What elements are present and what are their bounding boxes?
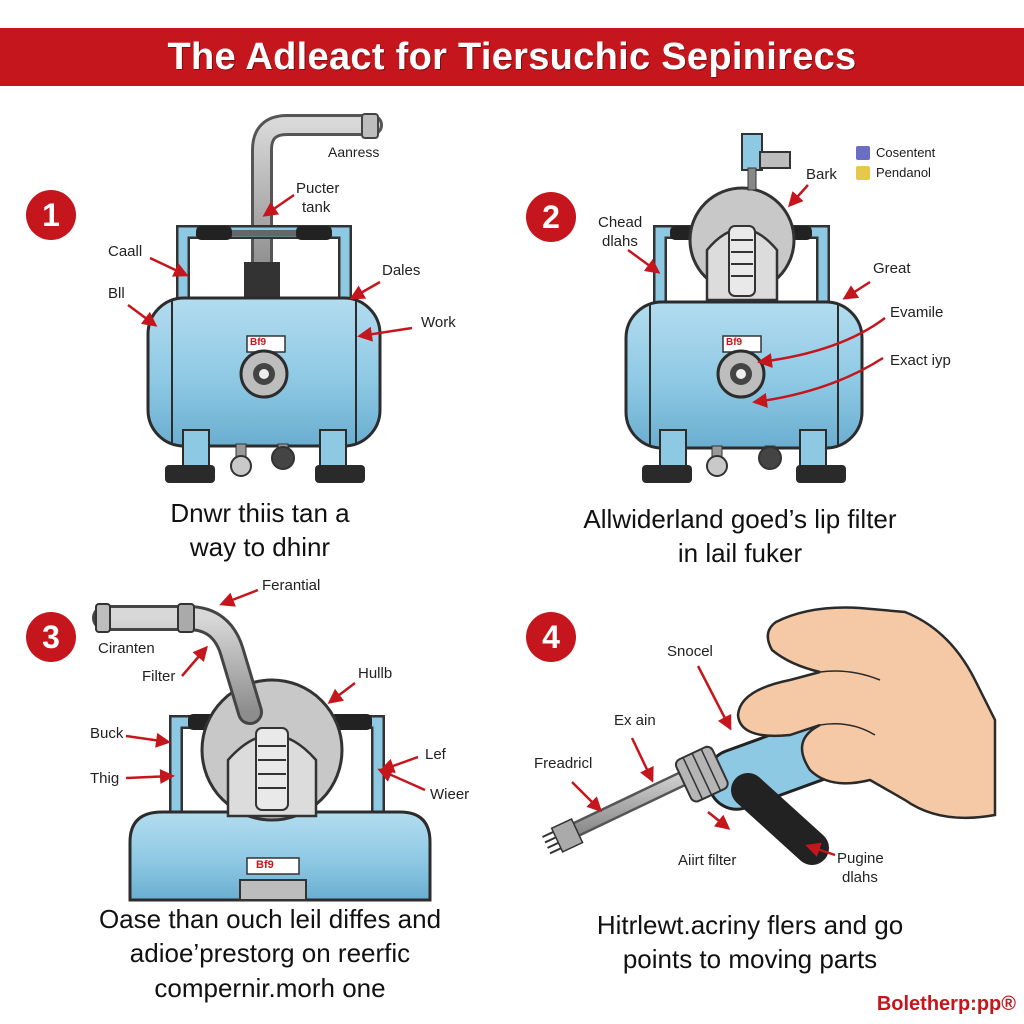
caption-line: Allwiderland goed’s lip filter — [583, 504, 897, 534]
caption-step-1: Dnwr thiis tan a way to dhinr — [80, 496, 440, 565]
label-tank: tank — [302, 199, 331, 216]
label-pucter: Pucter — [296, 180, 340, 197]
label-work: Work — [421, 314, 456, 331]
caption-line: poin⁠ts to moving parts — [622, 944, 878, 975]
caption-step-4: Hitrlewt.acriny flers and go poin⁠ts to … — [540, 908, 960, 977]
gauge-tag-3: Bf9 — [256, 859, 274, 871]
label-exact-iyp: Exact iyp — [890, 352, 951, 369]
gauge-tag-2: Bf9 — [726, 337, 743, 348]
legend-label: Cosentent — [876, 145, 936, 160]
label-dlahs-2: dlahs — [842, 869, 878, 886]
label-dales: Dales — [382, 262, 421, 279]
legend-label: Pendanol — [876, 165, 931, 180]
label-lef: Lef — [425, 746, 446, 763]
info-swatch-icon — [856, 145, 870, 160]
compressor-1 — [146, 113, 383, 483]
label-evamile: Evamile — [890, 304, 944, 321]
label-thig: Thig — [90, 770, 120, 787]
label-great: Great — [873, 260, 911, 277]
step-1-badge: 1 — [26, 190, 76, 240]
label-aanress: Aanress — [328, 144, 380, 160]
label-caall: Caall — [108, 243, 143, 260]
label-dlahs: dlahs — [602, 233, 638, 250]
step-3-badge: 3 — [26, 612, 76, 662]
legend-item-cosentent: Cosentent — [856, 145, 935, 160]
bulb-swatch-icon — [856, 165, 870, 180]
caption-line: way to dhinr — [189, 532, 331, 563]
caption-step-3: Oase than ouch leil diffes and adioe’pre… — [40, 902, 500, 1005]
filter-tool-4 — [542, 606, 997, 865]
label-buck: Buck — [90, 725, 124, 742]
arrows-step-3 — [125, 588, 426, 792]
caption-step-2: Allwiderland goed’s lip filter in lail f… — [540, 502, 940, 571]
caption-line: Hitrlewt.acriny flers and go — [596, 910, 904, 940]
gauge-tag-1: Bf9 — [250, 337, 267, 348]
arrows-step-2 — [627, 184, 886, 408]
page-title: The Adleact for Tiersuchic Sepinirecs — [167, 35, 857, 78]
compressor-2 — [624, 133, 864, 483]
label-filter: Filter — [142, 668, 176, 685]
caption-line: compernir.morh one — [154, 972, 386, 1003]
title-banner: The Adleact for Tiersuchic Sepinirecs — [0, 28, 1024, 86]
arrows-step-1 — [127, 193, 413, 342]
step-2-badge: 2 — [526, 192, 576, 242]
caption-line: in lail fuker — [677, 538, 803, 569]
caption-line: adioe’prestorg on reerfic — [129, 938, 411, 969]
step-4-badge: 4 — [526, 612, 576, 662]
brand-mark: Boletherp:pp® — [876, 993, 1016, 1015]
label-bll: Bll — [108, 285, 125, 302]
label-air-filter: Aiirt filter — [678, 852, 737, 869]
label-ferantial: Ferantial — [262, 577, 321, 594]
label-wieer: Wieer — [430, 786, 470, 803]
label-chead: Chead — [598, 214, 643, 231]
compressor-3 — [92, 603, 432, 902]
label-bark: Bark — [806, 166, 837, 183]
arrows-step-4 — [571, 665, 836, 857]
label-freadricl: Freadricl — [534, 755, 593, 772]
label-hullb: Hullb — [358, 665, 393, 682]
legend-item-pendanol: Pendanol — [856, 165, 931, 180]
caption-line: Dnwr thiis tan a — [170, 498, 350, 528]
label-snocel: Snocel — [667, 643, 713, 660]
label-ex-ain: Ex ain — [614, 712, 656, 729]
label-ciranten: Ciranten — [98, 640, 155, 657]
caption-line: Oase than ouch leil diffes and — [98, 904, 442, 934]
label-pugine: Pugine — [837, 850, 884, 867]
